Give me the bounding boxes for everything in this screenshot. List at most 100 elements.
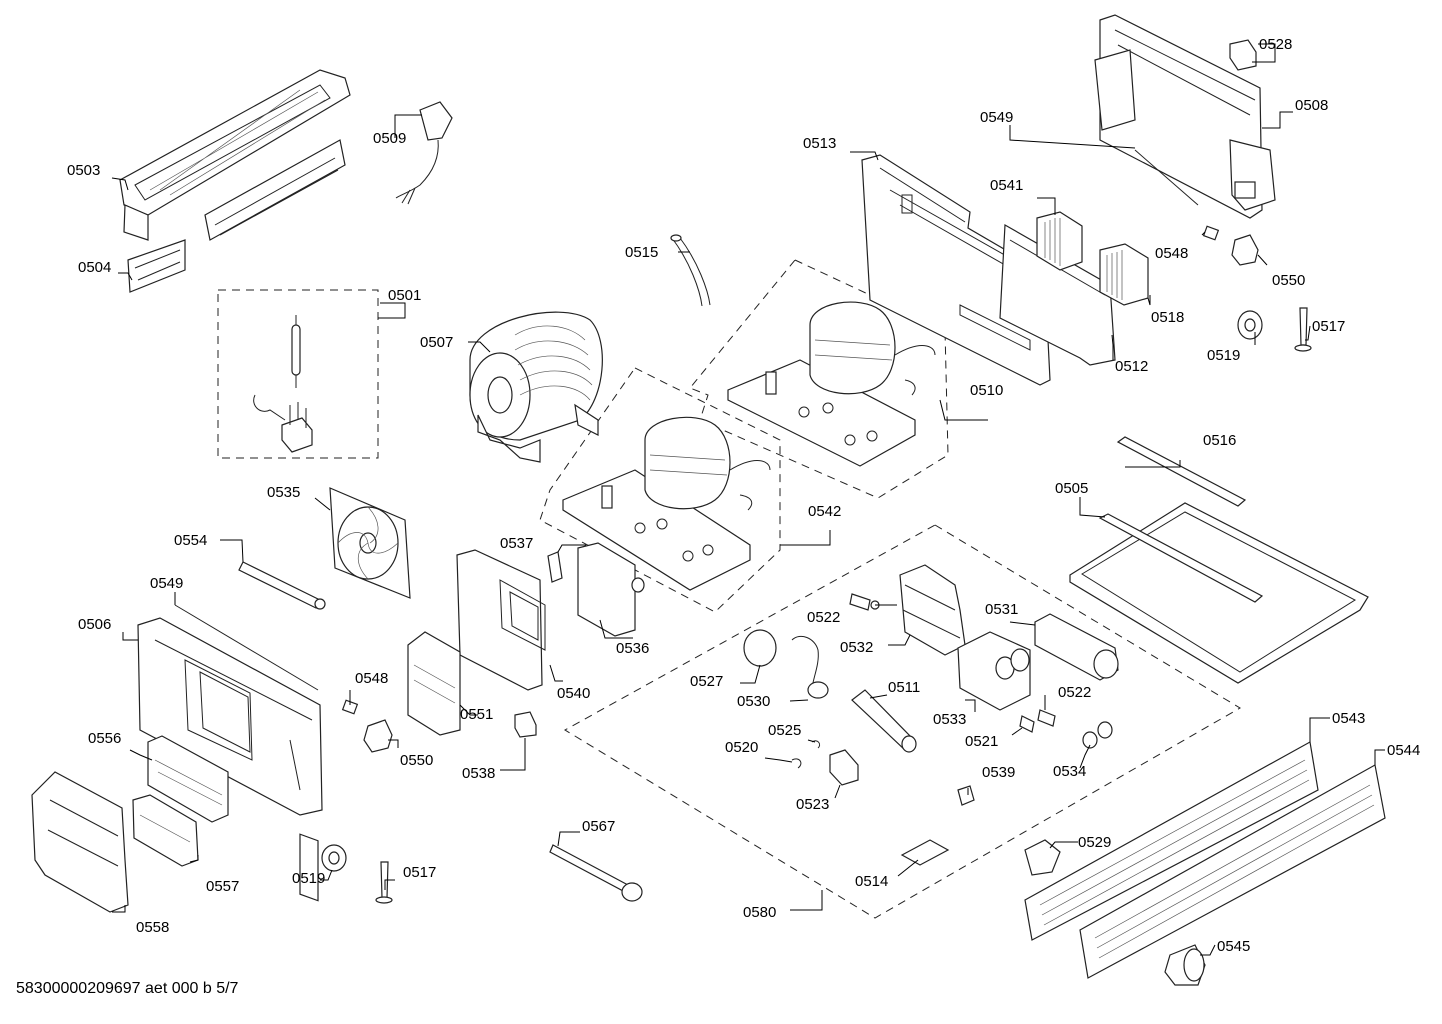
part-0538-block	[514, 711, 537, 738]
part-0508-unit	[1094, 14, 1276, 219]
label-0535: 0535	[267, 484, 300, 501]
part-0501-capillary	[253, 315, 313, 453]
label-0532: 0532	[840, 639, 873, 656]
part-0519-holder-bottom	[321, 844, 347, 872]
part-0556-pcb	[147, 735, 229, 823]
part-0511-filter	[851, 689, 917, 753]
part-0533-relay	[957, 631, 1031, 711]
label-0538: 0538	[462, 765, 495, 782]
label-0520: 0520	[725, 739, 758, 756]
part-0527-capacitor	[743, 629, 777, 667]
part-0503-panel	[119, 69, 351, 241]
part-0567-tube	[549, 844, 643, 902]
part-0549-rod-top	[1134, 149, 1199, 206]
label-0549-top: 0549	[980, 109, 1013, 126]
label-0506: 0506	[78, 616, 111, 633]
label-0504: 0504	[78, 259, 111, 276]
part-0550-bracket-top	[1231, 234, 1259, 266]
label-0539: 0539	[982, 764, 1015, 781]
part-0514-plate	[900, 839, 950, 866]
label-0548-top: 0548	[1155, 245, 1188, 262]
label-0557: 0557	[206, 878, 239, 895]
part-0505-shelf	[1069, 502, 1369, 684]
part-0509-power-cord	[395, 101, 453, 205]
part-labels: 0503 0504 0509 0501 0507 0528 0508 0549 …	[67, 36, 1420, 955]
group-0501-box	[217, 289, 379, 459]
label-0536: 0536	[616, 640, 649, 657]
part-0536-box	[577, 542, 645, 637]
part-0506-frame	[137, 617, 323, 902]
part-0548-sensor-left	[341, 699, 359, 715]
label-0544: 0544	[1387, 742, 1420, 759]
part-0515-hose	[670, 234, 711, 307]
label-0519-top: 0519	[1207, 347, 1240, 364]
group-0580-box	[564, 524, 1241, 919]
part-0530-wire	[791, 635, 829, 699]
label-0528: 0528	[1259, 36, 1292, 53]
part-0522-fuse-bottom	[1037, 709, 1056, 727]
label-0550-left: 0550	[400, 752, 433, 769]
part-0542-compressor	[562, 416, 771, 591]
label-0512: 0512	[1115, 358, 1148, 375]
part-0540-board	[456, 549, 546, 691]
label-0501: 0501	[388, 287, 421, 304]
part-0504-strip	[127, 239, 186, 293]
label-0515: 0515	[625, 244, 658, 261]
label-0551: 0551	[460, 706, 493, 723]
label-0511: 0511	[888, 679, 920, 696]
drawing-id: 58300000209697 aet 000 b 5/7	[16, 980, 239, 997]
label-0548-left: 0548	[355, 670, 388, 687]
part-0548-sensor-top	[1202, 225, 1220, 241]
part-0537-clip	[547, 551, 563, 583]
part-0517-screw-bottom	[375, 861, 393, 904]
part-0531-capacitor	[1034, 613, 1119, 681]
label-0507: 0507	[420, 334, 453, 351]
label-0509: 0509	[373, 130, 406, 147]
label-0540: 0540	[557, 685, 590, 702]
label-0534: 0534	[1053, 763, 1086, 780]
label-0514: 0514	[855, 873, 888, 890]
label-0533: 0533	[933, 711, 966, 728]
part-0518-box	[1099, 243, 1149, 306]
label-0545: 0545	[1217, 938, 1250, 955]
label-0519-bottom: 0519	[292, 870, 325, 887]
label-0556: 0556	[88, 730, 121, 747]
label-0550-top: 0550	[1272, 272, 1305, 289]
label-0518: 0518	[1151, 309, 1184, 326]
part-0558-cover	[31, 771, 129, 913]
part-0507-condenser	[469, 311, 603, 463]
label-0517-bottom: 0517	[403, 864, 436, 881]
part-0532-valve	[899, 564, 966, 656]
label-0510: 0510	[970, 382, 1003, 399]
label-0527: 0527	[690, 673, 723, 690]
part-0545-cup	[1164, 944, 1206, 986]
label-0522-top: 0522	[807, 609, 840, 626]
part-0551-controller	[407, 631, 461, 736]
label-0523: 0523	[796, 796, 829, 813]
label-0567: 0567	[582, 818, 615, 835]
label-0513: 0513	[803, 135, 836, 152]
label-0503: 0503	[67, 162, 100, 179]
label-0531: 0531	[985, 601, 1018, 618]
group-0510-box	[689, 259, 949, 499]
part-0535-fan	[329, 487, 411, 599]
part-0534-clips	[1082, 721, 1113, 749]
part-0543-grille	[1024, 741, 1319, 941]
label-0554: 0554	[174, 532, 207, 549]
label-0508: 0508	[1295, 97, 1328, 114]
label-0505: 0505	[1055, 480, 1088, 497]
label-0537: 0537	[500, 535, 533, 552]
label-0521: 0521	[965, 733, 998, 750]
label-0525: 0525	[768, 722, 801, 739]
label-0517-top: 0517	[1312, 318, 1345, 335]
part-0544-grille	[1079, 764, 1386, 979]
label-0541: 0541	[990, 177, 1023, 194]
part-0522-fuse-top	[849, 593, 880, 611]
part-0554-tube	[238, 561, 326, 610]
part-0516-strip	[1116, 436, 1247, 507]
part-0517-screw-top	[1294, 307, 1312, 352]
part-0510-compressor	[727, 301, 936, 467]
part-0521-fuse	[1019, 715, 1035, 733]
label-0558: 0558	[136, 919, 169, 936]
